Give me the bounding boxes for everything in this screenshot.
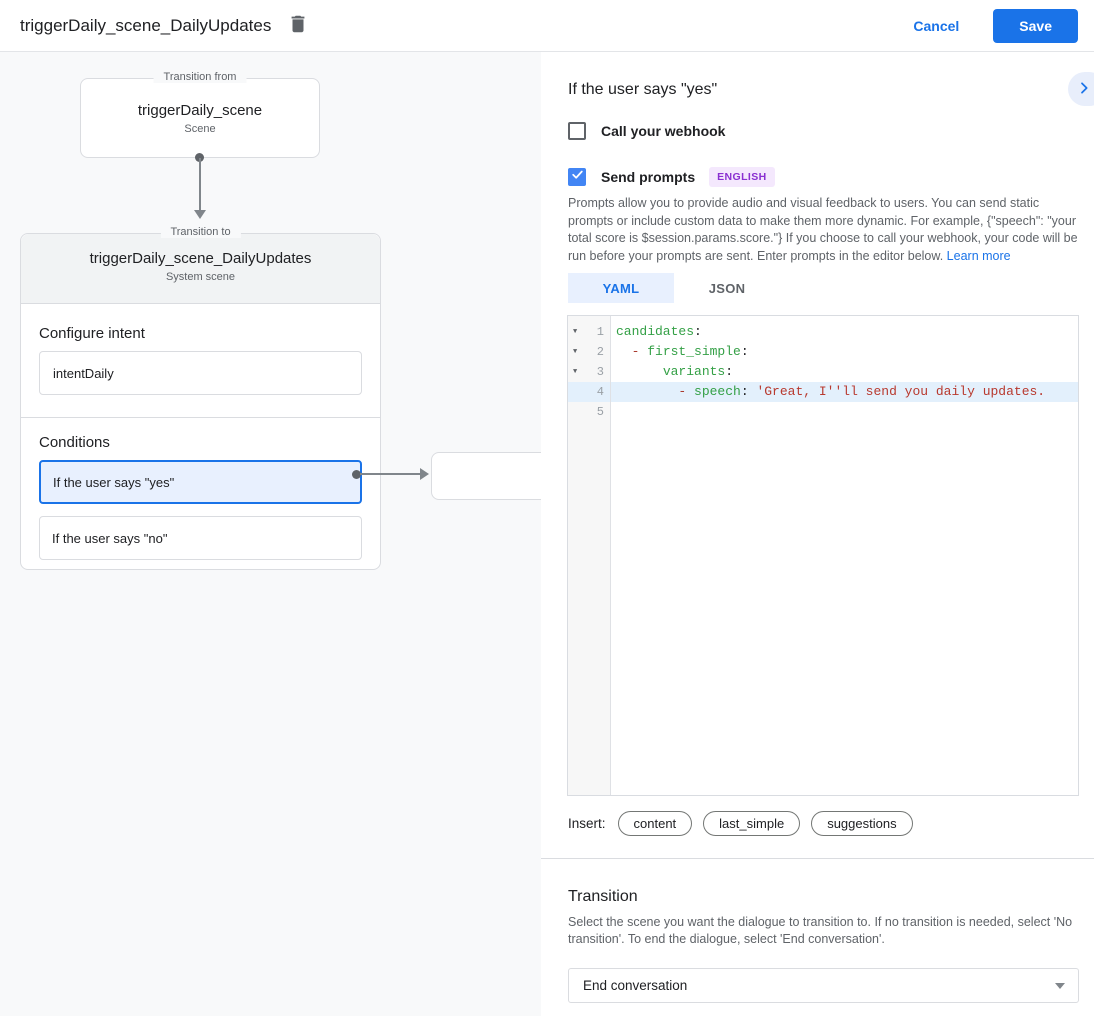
transition-to-legend: Transition to — [160, 226, 241, 238]
insert-chip-content[interactable]: content — [617, 811, 693, 836]
call-webhook-checkbox[interactable] — [568, 122, 586, 140]
code-key: variants — [662, 364, 726, 379]
fold-arrow-icon[interactable]: ▼ — [573, 368, 578, 376]
code-indent — [616, 364, 663, 379]
editor-format-tabs: YAML JSON — [568, 273, 780, 303]
section-divider — [21, 417, 380, 418]
fold-arrow-icon[interactable]: ▼ — [573, 328, 578, 336]
to-scene-header: triggerDaily_scene_DailyUpdates System s… — [21, 234, 380, 304]
transition-select[interactable]: End conversation — [568, 968, 1079, 1003]
condition-detail-title: If the user says "yes" — [568, 81, 718, 98]
code-dash: - — [678, 384, 695, 399]
trash-icon — [287, 13, 309, 38]
connector-dot-top — [195, 153, 204, 162]
code-colon: : — [740, 384, 757, 399]
line-number: 5 — [596, 405, 604, 419]
transition-heading: Transition — [568, 888, 638, 905]
code-dash: - — [631, 344, 648, 359]
scene-flow-canvas: Transition from triggerDaily_scene Scene… — [0, 52, 541, 1016]
insert-chip-suggestions[interactable]: suggestions — [811, 811, 913, 836]
transition-select-value: End conversation — [583, 978, 688, 993]
prompts-description: Prompts allow you to provide audio and v… — [568, 195, 1086, 265]
code-colon: : — [694, 324, 702, 339]
to-scene-type: System scene — [165, 271, 236, 283]
checkmark-icon — [571, 168, 584, 186]
flow-node-transition-from[interactable]: Transition from triggerDaily_scene Scene — [80, 71, 320, 158]
transition-description: Select the scene you want the dialogue t… — [568, 915, 1073, 946]
code-colon: : — [725, 364, 734, 379]
fold-arrow-icon[interactable]: ▼ — [573, 348, 578, 356]
tab-json[interactable]: JSON — [708, 280, 746, 296]
line-number: 4 — [596, 385, 604, 399]
condition-item-no[interactable]: If the user says "no" — [39, 516, 362, 560]
from-scene-type: Scene — [184, 123, 216, 135]
condition-detail-panel: If the user says "yes" Call your webhook… — [541, 52, 1094, 1016]
configure-intent-label: Configure intent — [39, 325, 145, 342]
insert-label: Insert: — [568, 816, 606, 831]
top-bar: triggerDaily_scene_DailyUpdates Cancel S… — [0, 0, 1094, 52]
prompts-description-text: Prompts allow you to provide audio and v… — [568, 196, 1078, 263]
transition-divider — [541, 858, 1094, 859]
code-key: candidates — [616, 324, 695, 339]
code-line-active: 4 - speech: 'Great, I''ll send you daily… — [568, 382, 1078, 402]
chevron-right-icon — [1076, 80, 1092, 99]
caret-down-icon — [1055, 983, 1065, 989]
language-badge: ENGLISH — [709, 167, 775, 187]
condition-target-node[interactable] — [431, 452, 541, 500]
code-line: ▼ 3 variants: — [568, 362, 1078, 382]
code-line: 5 — [568, 402, 1078, 422]
line-number: 1 — [596, 325, 604, 339]
insert-toolbar: Insert: content last_simple suggestions — [568, 811, 924, 836]
call-webhook-label: Call your webhook — [601, 123, 726, 139]
code-string: 'Great, I''ll send you daily updates. — [756, 384, 1046, 399]
flow-node-transition-to[interactable]: Transition to triggerDaily_scene_DailyUp… — [20, 226, 381, 570]
code-indent — [616, 384, 678, 399]
tab-yaml[interactable]: YAML — [568, 273, 674, 303]
arrow-right-icon — [420, 468, 429, 480]
code-colon: : — [740, 344, 749, 359]
delete-scene-button[interactable] — [287, 13, 309, 38]
editor-gutter-border — [610, 316, 611, 795]
prompt-code-editor[interactable]: ▼ 1 candidates: ▼ 2 - first_simple: ▼ 3 var… — [567, 315, 1079, 796]
page-title: triggerDaily_scene_DailyUpdates — [20, 15, 272, 35]
to-scene-name: triggerDaily_scene_DailyUpdates — [89, 250, 312, 267]
collapse-panel-button[interactable] — [1068, 72, 1094, 106]
code-line: ▼ 1 candidates: — [568, 322, 1078, 342]
learn-more-link[interactable]: Learn more — [946, 248, 1011, 263]
connector-line-horizontal — [360, 473, 421, 475]
send-prompts-checkbox[interactable] — [568, 168, 586, 186]
code-line: ▼ 2 - first_simple: — [568, 342, 1078, 362]
line-number: 3 — [596, 365, 604, 379]
condition-item-yes[interactable]: If the user says "yes" — [39, 460, 362, 504]
from-scene-name: triggerDaily_scene — [137, 102, 263, 119]
send-prompts-label: Send prompts — [601, 169, 696, 185]
cancel-button[interactable]: Cancel — [913, 17, 960, 34]
save-button[interactable]: Save — [993, 8, 1078, 43]
connector-dot-condition — [352, 470, 361, 479]
connector-line-vertical — [199, 158, 201, 212]
code-key: speech — [694, 384, 741, 399]
code-key: first_simple — [647, 344, 741, 359]
insert-chip-last-simple[interactable]: last_simple — [703, 811, 801, 836]
code-indent — [616, 344, 632, 359]
intent-item[interactable]: intentDaily — [39, 351, 362, 395]
transition-from-legend: Transition from — [153, 71, 247, 83]
line-number: 2 — [596, 345, 604, 359]
arrow-down-icon — [194, 210, 206, 219]
conditions-label: Conditions — [39, 434, 110, 451]
